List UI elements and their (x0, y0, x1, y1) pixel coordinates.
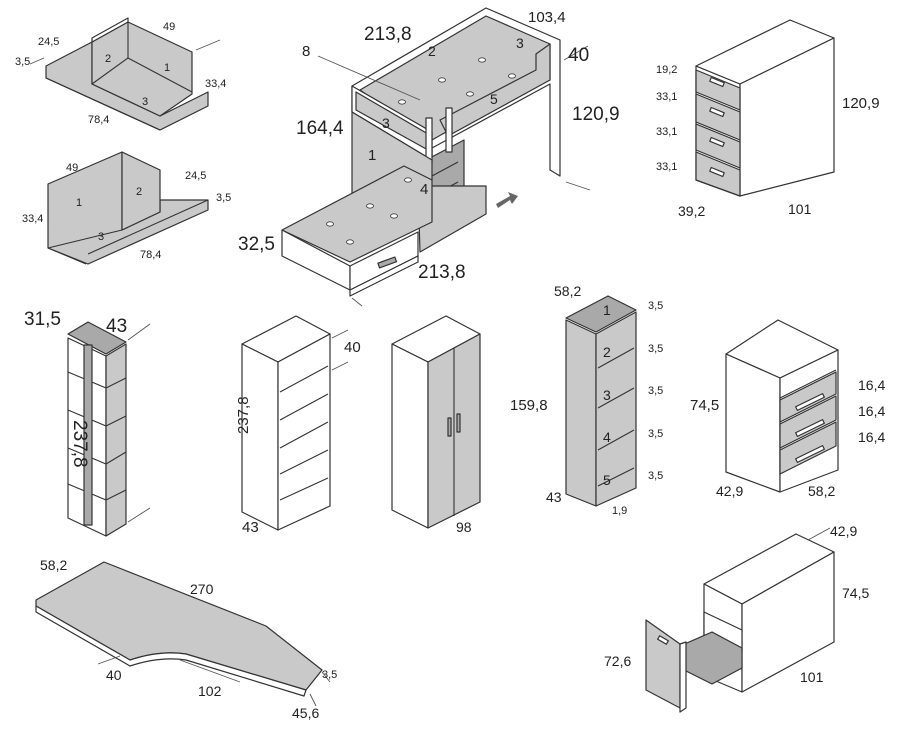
dimension-label: 213,8 (418, 262, 466, 283)
dimension-label: 33,4 (22, 213, 43, 225)
dimension-label: 120,9 (572, 104, 620, 125)
dimension-label: 78,4 (140, 249, 161, 261)
section-label: 1 (76, 197, 82, 209)
corner-shelf-top: 2 1 3 24,5 49 3,5 33,4 78,4 (15, 17, 226, 131)
dimension-label: 74,5 (690, 397, 719, 414)
dimension-label: 16,4 (858, 377, 885, 393)
section-label: 2 (136, 186, 142, 198)
narrow-bookcase: 31,5 43 237,8 (24, 309, 151, 537)
dimension-label: 237,8 (235, 396, 252, 434)
dimension-label: 49 (66, 162, 78, 174)
section-label: 2 (428, 43, 436, 59)
open-bookcase: 40 237,8 43 (235, 315, 361, 536)
desk-drawer-unit: 16,4 16,4 16,4 74,5 42,9 58,2 (690, 319, 885, 499)
wardrobe: 98 (391, 315, 481, 535)
dimension-label: 16,4 (858, 429, 885, 445)
dimension-label: 78,4 (88, 114, 109, 126)
dimension-label: 24,5 (38, 36, 59, 48)
section-label: 3 (516, 35, 524, 51)
desk-top: 58,2 270 40 102 3,5 45,6 (35, 557, 337, 721)
dimension-label: 33,1 (656, 161, 677, 173)
dimension-label: 102 (198, 683, 222, 699)
dimension-label: 58,2 (808, 483, 835, 499)
dimension-label: 42,9 (716, 483, 743, 499)
section-label: 5 (490, 91, 498, 107)
dimension-label: 74,5 (842, 585, 869, 601)
dimension-label: 58,2 (554, 283, 581, 299)
dimension-label: 164,4 (296, 118, 344, 139)
dimension-label: 213,8 (364, 24, 412, 45)
section-label: 2 (603, 344, 611, 360)
dimension-label: 101 (800, 669, 824, 685)
dimension-label: 58,2 (40, 557, 67, 573)
dimension-label: 33,1 (656, 91, 677, 103)
section-label: 1 (603, 302, 611, 318)
dimension-label: 40 (106, 667, 122, 683)
section-label: 3 (603, 387, 611, 403)
dimension-label: 31,5 (24, 309, 61, 330)
dimension-label: 43 (106, 316, 127, 337)
section-label: 3 (382, 115, 390, 131)
dimension-label: 45,6 (292, 705, 319, 721)
dimension-label: 103,4 (528, 9, 566, 26)
bunk-bed: 2 3 5 3 1 4 213,8 103,4 8 40 120,9 164,4… (238, 7, 620, 307)
dimension-label: 33,1 (656, 126, 677, 138)
dimension-label: 49 (163, 21, 175, 33)
dimension-label: 3,5 (648, 428, 663, 440)
dimension-label: 3,5 (322, 669, 337, 681)
dimension-label: 3,5 (648, 470, 663, 482)
section-label: 4 (420, 181, 428, 198)
dimension-label: 3,5 (648, 385, 663, 397)
dimension-label: 43 (546, 489, 562, 505)
section-label: 3 (142, 96, 148, 108)
section-label: 1 (164, 62, 170, 74)
dimension-label: 19,2 (656, 64, 677, 76)
dimension-label: 101 (788, 201, 812, 217)
dimension-label: 43 (242, 519, 259, 536)
pedestal-unit: 42,9 74,5 72,6 101 (604, 523, 869, 713)
dimension-label: 39,2 (678, 203, 705, 219)
dimension-label: 16,4 (858, 403, 885, 419)
dimension-label: 8 (302, 43, 310, 60)
dimension-label: 3,5 (15, 56, 30, 68)
section-label: 4 (603, 429, 611, 445)
section-label: 2 (105, 53, 111, 65)
section-label: 3 (98, 231, 104, 243)
dimension-label: 32,5 (238, 234, 275, 255)
dimension-label: 24,5 (185, 170, 206, 182)
cube-shelf: 1 2 3 4 5 58,2 3,5 3,5 3,5 3,5 3,5 159,8… (510, 283, 663, 517)
section-label: 5 (603, 472, 611, 488)
dimension-label: 270 (190, 581, 214, 597)
dimension-label: 40 (344, 339, 361, 356)
dimension-label: 72,6 (604, 653, 631, 669)
dimension-label: 3,5 (216, 192, 231, 204)
dimension-label: 120,9 (842, 95, 880, 112)
dimension-label: 3,5 (648, 343, 663, 355)
dimension-label: 237,8 (69, 420, 90, 468)
dimension-label: 98 (456, 519, 472, 535)
drawer-chest: 19,2 33,1 33,1 33,1 120,9 39,2 101 (656, 19, 880, 219)
dimension-label: 3,5 (648, 300, 663, 312)
dimension-label: 33,4 (205, 78, 226, 90)
section-label: 1 (368, 147, 376, 164)
dimension-label: 159,8 (510, 397, 548, 414)
dimension-label: 1,9 (612, 505, 627, 517)
corner-shelf-bottom: 1 2 3 49 24,5 3,5 33,4 78,4 (22, 151, 231, 265)
dimension-label: 42,9 (830, 523, 857, 539)
dimension-label: 40 (568, 45, 589, 66)
